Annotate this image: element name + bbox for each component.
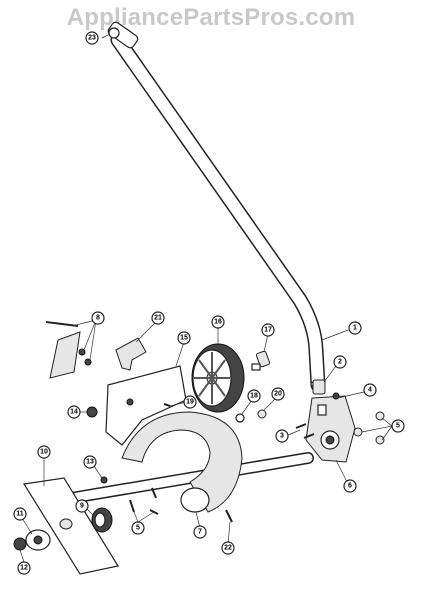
callout-5-left: 5 — [131, 521, 145, 535]
svg-text:12: 12 — [20, 565, 28, 572]
svg-text:18: 18 — [250, 393, 258, 400]
callout-7: 7 — [193, 525, 207, 539]
callout-13: 13 — [83, 455, 97, 469]
callout-20: 20 — [271, 387, 285, 401]
svg-text:21: 21 — [154, 315, 162, 322]
svg-text:5: 5 — [396, 423, 400, 430]
svg-text:7: 7 — [198, 529, 202, 536]
svg-text:19: 19 — [186, 399, 194, 406]
svg-text:13: 13 — [86, 459, 94, 466]
blade-nut — [13, 537, 27, 551]
svg-text:5: 5 — [136, 525, 140, 532]
svg-text:10: 10 — [40, 449, 48, 456]
svg-text:16: 16 — [214, 319, 222, 326]
callout-23: 23 — [85, 31, 99, 45]
depth-plate — [45, 321, 92, 379]
svg-text:20: 20 — [274, 391, 282, 398]
callout-4: 4 — [363, 383, 377, 397]
adapter — [312, 379, 326, 395]
svg-text:17: 17 — [264, 327, 272, 334]
callout-11: 11 — [13, 507, 27, 521]
knob — [115, 337, 147, 371]
bracket — [105, 365, 187, 446]
lower-shaft — [54, 452, 314, 506]
svg-text:15: 15 — [180, 335, 188, 342]
callout-12: 12 — [17, 561, 31, 575]
callout-8: 8 — [91, 311, 105, 325]
callout-17: 17 — [261, 323, 275, 337]
leader-lines — [19, 33, 393, 563]
callout-22: 22 — [221, 541, 235, 555]
svg-text:9: 9 — [80, 503, 84, 510]
handle-tube — [110, 32, 326, 393]
axle-bolt — [251, 350, 271, 371]
spacer — [91, 507, 113, 533]
svg-text:2: 2 — [338, 359, 342, 366]
blade — [23, 477, 119, 575]
callout-5-right: 5 — [391, 419, 405, 433]
svg-text:4: 4 — [368, 387, 372, 394]
callout-3: 3 — [275, 429, 289, 443]
wheel — [191, 343, 245, 413]
washer — [25, 529, 51, 551]
handle-grip — [107, 21, 139, 49]
svg-text:22: 22 — [224, 545, 232, 552]
blade-guard — [121, 411, 243, 513]
callout-10: 10 — [37, 445, 51, 459]
svg-text:8: 8 — [96, 315, 100, 322]
callout-2: 2 — [333, 355, 347, 369]
callout-18: 18 — [247, 389, 261, 403]
svg-text:1: 1 — [353, 325, 357, 332]
svg-text:14: 14 — [70, 409, 78, 416]
svg-text:6: 6 — [348, 483, 352, 490]
hardware-parts — [86, 392, 385, 523]
callout-6: 6 — [343, 479, 357, 493]
svg-text:23: 23 — [88, 35, 96, 42]
callout-15: 15 — [177, 331, 191, 345]
motor-housing — [305, 395, 356, 463]
callout-14: 14 — [67, 405, 81, 419]
svg-text:3: 3 — [280, 433, 284, 440]
callout-1: 1 — [348, 321, 362, 335]
callout-19: 19 — [183, 395, 197, 409]
svg-text:11: 11 — [16, 511, 24, 518]
callout-9: 9 — [75, 499, 89, 513]
callout-16: 16 — [211, 315, 225, 329]
callout-21: 21 — [151, 311, 165, 325]
